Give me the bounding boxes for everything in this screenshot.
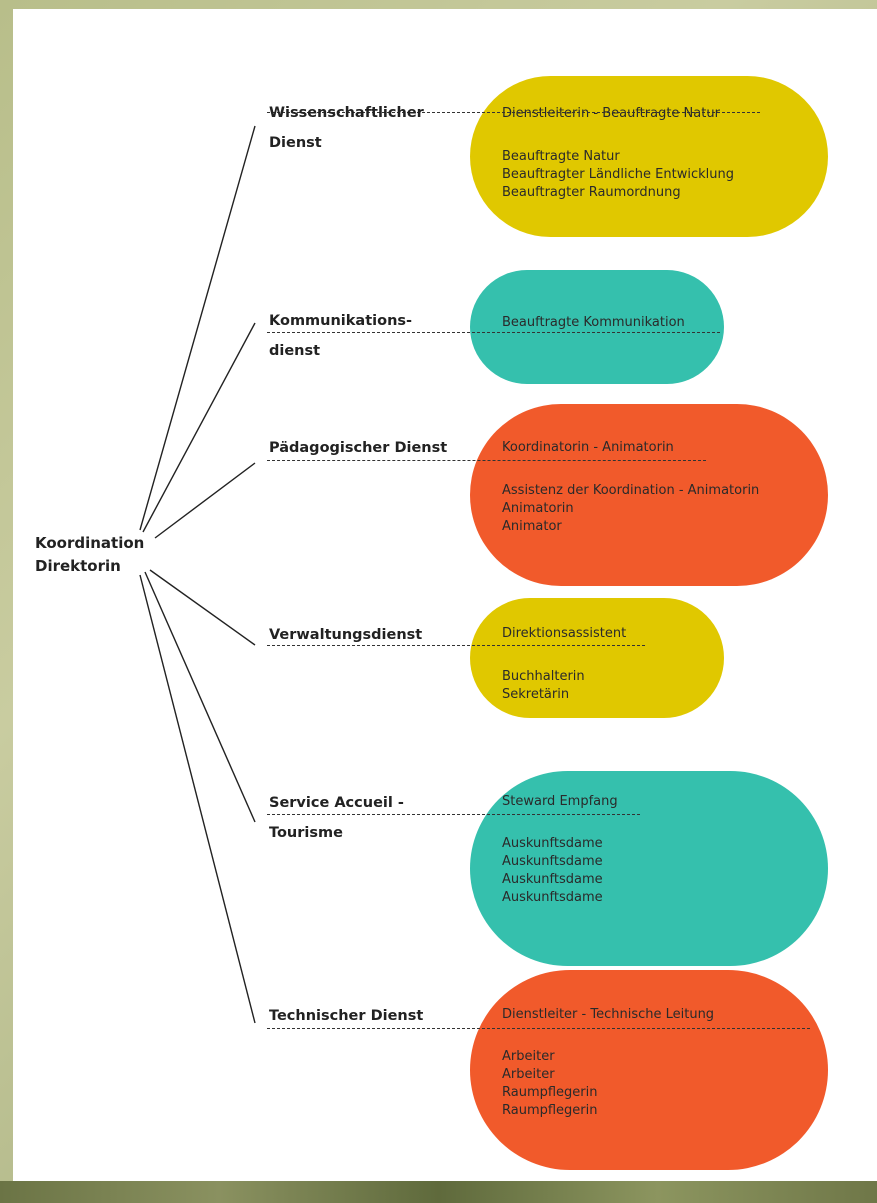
department-label-line1: Wissenschaftlicher bbox=[269, 105, 424, 121]
dashed-line-verwaltung bbox=[267, 645, 645, 646]
team-member: Sekretärin bbox=[502, 687, 570, 702]
department-label-kommunikation: Kommunikations-dienst bbox=[269, 310, 459, 362]
team-lead: Koordinatorin - Animatorin bbox=[502, 440, 674, 455]
background-photo-strip bbox=[0, 1181, 877, 1203]
department-label-paedagogisch: Pädagogischer Dienst bbox=[269, 437, 459, 459]
dashed-line-paedagogisch bbox=[267, 460, 706, 461]
team-member: Assistenz der Koordination - Animatorin bbox=[502, 483, 760, 498]
department-label-line1: Service Accueil - bbox=[269, 795, 404, 811]
dashed-line-wissenschaftlicher bbox=[267, 112, 760, 113]
team-member: Beauftragter Ländliche Entwicklung bbox=[502, 167, 734, 182]
department-label-line2: dienst bbox=[269, 343, 321, 359]
team-member: Raumpflegerin bbox=[502, 1085, 598, 1100]
department-label-verwaltung: Verwaltungsdienst bbox=[269, 624, 459, 646]
department-label-line1: Technischer Dienst bbox=[269, 1008, 424, 1024]
team-lead: Beauftragte Kommunikation bbox=[502, 315, 685, 330]
department-label-line1: Kommunikations- bbox=[269, 313, 413, 329]
root-label-line1: Koordination bbox=[35, 534, 145, 552]
team-member: Auskunftsdame bbox=[502, 872, 603, 887]
team-member: Buchhalterin bbox=[502, 669, 585, 684]
team-member: Auskunftsdame bbox=[502, 854, 603, 869]
dashed-line-accueil bbox=[267, 814, 640, 815]
root-label-line2: Direktorin bbox=[35, 557, 121, 575]
department-label-line2: Tourisme bbox=[269, 825, 343, 841]
team-member: Arbeiter bbox=[502, 1067, 555, 1082]
root-node-label: Koordination Direktorin bbox=[35, 532, 155, 578]
department-label-accueil: Service Accueil - Tourisme bbox=[269, 792, 459, 844]
team-member: Animator bbox=[502, 519, 562, 534]
team-member: Arbeiter bbox=[502, 1049, 555, 1064]
connector-line-wissenschaftlicher bbox=[139, 125, 256, 531]
team-member: Beauftragter Raumordnung bbox=[502, 185, 681, 200]
team-lead: Direktionsassistent bbox=[502, 626, 627, 641]
dashed-line-kommunikation bbox=[267, 332, 720, 333]
department-label-technisch: Technischer Dienst bbox=[269, 1005, 459, 1027]
department-label-line1: Verwaltungsdienst bbox=[269, 627, 423, 643]
team-member: Auskunftsdame bbox=[502, 836, 603, 851]
connector-line-verwaltung bbox=[149, 569, 256, 646]
connector-line-accueil bbox=[144, 571, 256, 823]
team-lead: Dienstleiter - Technische Leitung bbox=[502, 1007, 715, 1022]
department-label-line2: Dienst bbox=[269, 135, 322, 151]
team-lead: Steward Empfang bbox=[502, 794, 618, 809]
department-label-line1: Pädagogischer Dienst bbox=[269, 440, 448, 456]
connector-line-technisch bbox=[139, 574, 256, 1024]
connector-line-kommunikation bbox=[142, 322, 256, 533]
team-member: Beauftragte Natur bbox=[502, 149, 620, 164]
team-member: Raumpflegerin bbox=[502, 1103, 598, 1118]
team-member: Animatorin bbox=[502, 501, 574, 516]
team-box-kommunikation: Beauftragte Kommunikation bbox=[470, 270, 724, 384]
team-lead: Dienstleiterin - Beauftragte Natur bbox=[502, 106, 720, 121]
team-member: Auskunftsdame bbox=[502, 890, 603, 905]
connector-line-paedagogisch bbox=[154, 462, 256, 539]
dashed-line-technisch bbox=[267, 1028, 810, 1029]
